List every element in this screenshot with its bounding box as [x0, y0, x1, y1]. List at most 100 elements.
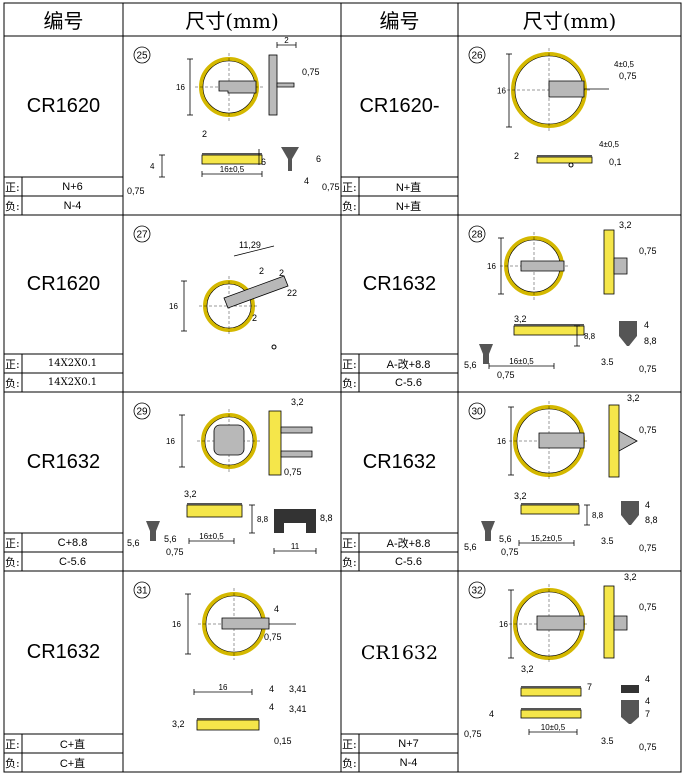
tab-strip: [521, 503, 579, 505]
dimension-label: 2: [252, 313, 257, 323]
solder-tab: [536, 615, 585, 631]
dimension-label: 4: [269, 684, 274, 694]
minus-marker: [568, 162, 574, 168]
negative-label: 负:: [342, 377, 357, 390]
negative-value: C-5.6: [59, 555, 86, 568]
negative-value: C-5.6: [395, 555, 422, 568]
tab-side: [268, 54, 278, 116]
solder-tab: [548, 80, 585, 98]
tab-profile: [281, 147, 299, 171]
solder-tab: [618, 430, 638, 452]
item-number-circle: [133, 402, 151, 420]
dimension-label: 16: [497, 437, 506, 446]
positive-value: N+直: [395, 181, 422, 194]
tab-profile: [479, 344, 493, 364]
dimension-label: 22: [287, 288, 297, 298]
dimension-label: 2: [279, 268, 284, 278]
battery-holder-profile: [274, 509, 316, 533]
dimension-label: 15,2±0,5: [531, 534, 563, 543]
battery-side-view: [536, 156, 593, 164]
dimension-label: 7: [587, 682, 592, 692]
dimension-label: 3.5: [601, 357, 614, 367]
negative-label: 负:: [342, 556, 357, 569]
dimension-label: 3.5: [601, 736, 614, 746]
dimension-label: 4: [269, 702, 274, 712]
dimension-label: 0,75: [501, 547, 519, 557]
battery-side-view: [513, 325, 585, 336]
dimension-label: 3,41: [289, 684, 307, 694]
negative-value: C-5.6: [395, 376, 422, 389]
dimension-label: 4: [489, 709, 494, 719]
dimension-label: 4±0,5: [599, 140, 620, 149]
item-number-circle: [468, 225, 486, 243]
dimension-label: 16±0,5: [509, 357, 534, 366]
tab-strip: [202, 153, 262, 155]
dimension-label: 16±0,5: [220, 165, 245, 174]
battery-side-view: [520, 709, 582, 719]
dimension-label: 7: [645, 709, 650, 719]
dimension-label: 11,29: [239, 240, 261, 250]
dimension-label: 0,75: [302, 67, 320, 77]
positive-label: 正:: [342, 537, 357, 550]
negative-value: C+直: [59, 757, 86, 770]
dimension-label: 3,2: [184, 489, 197, 499]
dimension-label: 4: [645, 674, 650, 684]
dimension-label: 0,75: [497, 370, 515, 380]
dimension-label: 0,75: [639, 742, 657, 752]
dimension-label: 4: [645, 696, 650, 706]
solder-tab: [538, 432, 585, 449]
tab-profile: [481, 521, 495, 541]
negative-label: 负:: [5, 200, 20, 213]
item-number: 32: [471, 586, 483, 597]
dimension-label: 16±0,5: [199, 532, 224, 541]
dimension-label: 3,2: [291, 397, 304, 407]
item-number: 30: [471, 407, 483, 418]
header-size-right: 尺寸(mm): [522, 9, 617, 33]
dimension-label: 5,6: [464, 360, 477, 370]
battery-side-view: [186, 504, 243, 518]
positive-label: 正:: [342, 181, 357, 194]
dimension-label: 0,75: [619, 71, 637, 81]
positive-label: 正:: [342, 358, 357, 371]
dimension-label: 16: [499, 620, 508, 629]
solder-tab: [520, 260, 565, 272]
dimension-label: 3,41: [289, 704, 307, 714]
item-number-circle: [468, 581, 486, 599]
battery-drawing-28: 28163,20,753,28,816±0,55,60,7548,83.50,7…: [464, 220, 657, 380]
dimension-label: 3,2: [619, 220, 632, 230]
solder-tab: [221, 617, 270, 630]
dimension-label: 3,2: [172, 719, 185, 729]
header-size-left: 尺寸(mm): [185, 9, 279, 33]
model-code: CR1620: [4, 215, 123, 354]
solder-tab: [280, 450, 313, 458]
model-code: CR1632: [26, 451, 101, 473]
negative-value: 14X2X0.1: [47, 377, 98, 388]
dimension-label: 11: [291, 542, 300, 551]
dimension-label: 4: [274, 604, 279, 614]
dimension-label: 8,8: [644, 336, 657, 346]
dimension-label: 16: [487, 262, 496, 271]
positive-value: A-改+8.8: [386, 358, 431, 371]
dimension-label: 4: [644, 320, 649, 330]
dimension-label: 2: [514, 151, 519, 161]
item-number-circle: [468, 402, 486, 420]
tab-strip: [514, 324, 584, 326]
battery-side-view: [520, 504, 580, 515]
dimension-label: 3,2: [624, 572, 637, 582]
tab-profile: [621, 685, 639, 693]
header-code-right: 编号: [379, 9, 420, 33]
solder-tab: [223, 275, 289, 309]
dimension-label: 0,75: [284, 467, 302, 477]
model-code: CR1632: [360, 641, 439, 664]
positive-label: 正:: [342, 738, 357, 751]
dimension-label: 4±0,5: [614, 60, 635, 69]
dimension-label: 4: [645, 500, 650, 510]
positive-value: C+8.8: [57, 536, 88, 549]
model-code: CR1632: [26, 641, 101, 663]
